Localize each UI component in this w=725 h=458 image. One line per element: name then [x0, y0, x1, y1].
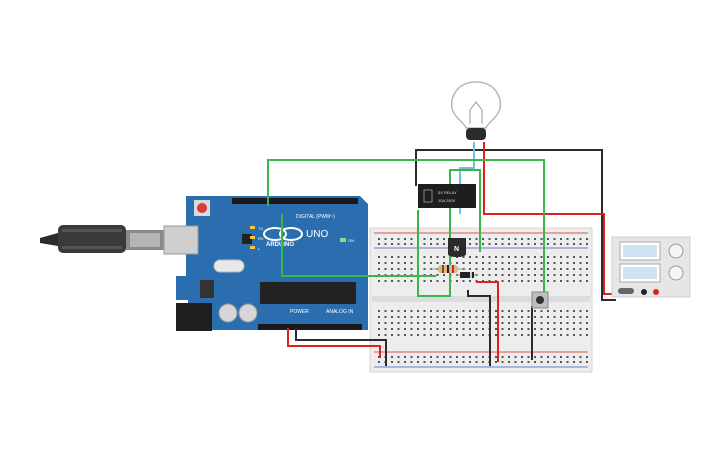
npn-transistor[interactable]: N — [448, 238, 466, 257]
supply-switch[interactable] — [618, 288, 634, 294]
wire-green-resistor[interactable] — [281, 214, 436, 277]
digital-header-label: DIGITAL (PWM~) — [296, 214, 335, 220]
arduino-uno-board[interactable]: ARDUINO UNO DIGITAL (PWM~) POWER ANALOG … — [163, 196, 368, 331]
supply-knob-current[interactable] — [668, 265, 684, 281]
supply-terminal-positive[interactable] — [653, 289, 659, 295]
power-header-label: POWER — [290, 309, 309, 315]
pushbutton[interactable] — [531, 291, 549, 309]
analog-header-label: ANALOG IN — [326, 309, 354, 315]
supply-knob-voltage[interactable] — [668, 243, 684, 259]
resistor[interactable] — [430, 265, 466, 273]
on-label: ON — [348, 238, 354, 243]
light-bulb[interactable] — [450, 81, 502, 140]
tx-label: TX — [258, 226, 263, 231]
relay-text-1: 5V RELAY — [438, 190, 457, 195]
relay[interactable]: 5V RELAY 10A 250V — [418, 184, 476, 208]
l-label: L — [258, 246, 261, 251]
wire-red-power[interactable] — [287, 328, 381, 358]
wire-black-top[interactable] — [415, 149, 616, 301]
wire-green-relay[interactable] — [417, 169, 481, 297]
supply-terminal-negative[interactable] — [641, 289, 647, 295]
power-supply[interactable] — [611, 236, 691, 298]
arduino-model-label: UNO — [306, 229, 328, 240]
wire-black-diode[interactable] — [467, 290, 491, 366]
transistor-label: N — [454, 246, 459, 253]
arduino-brand-label: ARDUINO — [266, 242, 294, 248]
wire-green-pin[interactable] — [267, 159, 545, 296]
diode[interactable] — [456, 272, 478, 278]
wire-red-bottom[interactable] — [476, 281, 499, 362]
rx-label: RX — [258, 236, 264, 241]
wire-black-gnd[interactable] — [295, 328, 387, 366]
relay-text-2: 10A 250V — [438, 198, 456, 203]
wires — [267, 142, 655, 366]
